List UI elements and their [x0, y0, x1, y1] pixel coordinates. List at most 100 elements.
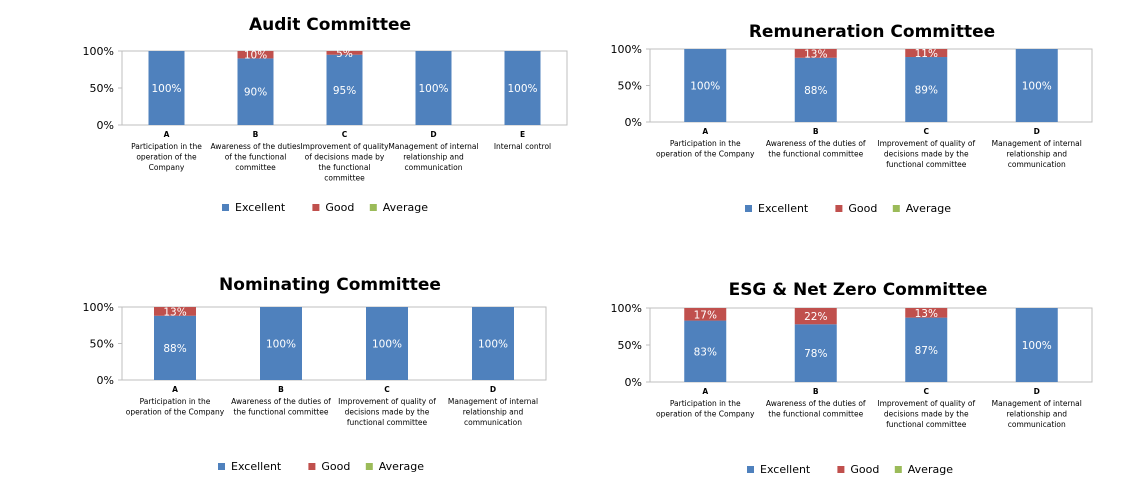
y-tick-label: 100%	[83, 301, 114, 314]
data-label: 22%	[804, 311, 827, 323]
legend-swatch-excellent	[222, 204, 229, 211]
category-label: the functional committee	[234, 408, 329, 417]
category-label: functional committee	[886, 160, 967, 169]
legend-swatch-average	[369, 204, 377, 211]
category-label: of the functional	[225, 153, 287, 162]
legend-item-average: Average	[906, 202, 951, 215]
data-label: 100%	[266, 339, 296, 351]
audit-committee-title: Audit Committee	[249, 15, 411, 35]
bar-good-c	[905, 49, 948, 58]
category-label: Management of internal	[992, 139, 1082, 148]
legend-swatch-average	[894, 466, 902, 473]
data-label: 90%	[244, 87, 267, 99]
y-tick-label: 0%	[625, 116, 642, 129]
data-label: 10%	[244, 50, 267, 62]
category-label: relationship and	[1006, 150, 1067, 159]
category-letter: C	[384, 385, 390, 394]
data-label: 13%	[804, 48, 827, 60]
category-letter: A	[702, 127, 708, 136]
legend-item-average: Average	[908, 463, 953, 476]
category-label: Awareness of the duties of	[766, 139, 866, 148]
legend-item-excellent: Excellent	[235, 201, 286, 214]
legend-swatch-average	[365, 463, 373, 470]
category-letter: B	[278, 385, 284, 394]
legend-item-average: Average	[379, 460, 424, 473]
category-letter: D	[1034, 387, 1040, 396]
category-label: Awareness of the duties	[210, 142, 300, 151]
bar-excellent-a	[148, 51, 185, 125]
bar-excellent-a	[684, 49, 727, 122]
legend-item-good: Good	[850, 463, 879, 476]
data-label: 100%	[507, 83, 537, 95]
data-label: 5%	[336, 48, 353, 60]
category-label: functional committee	[347, 418, 428, 427]
bar-excellent-c	[326, 54, 363, 126]
bar-excellent-b	[794, 57, 837, 123]
legend-item-excellent: Excellent	[758, 202, 809, 215]
legend-swatch-excellent	[745, 205, 752, 212]
category-label: functional committee	[886, 420, 967, 429]
legend-item-excellent: Excellent	[231, 460, 282, 473]
category-letter: D	[1034, 127, 1040, 136]
category-label: Awareness of the duties of	[766, 399, 866, 408]
y-tick-label: 100%	[611, 43, 642, 56]
data-label: 78%	[804, 348, 827, 360]
y-tick-label: 50%	[618, 80, 642, 93]
y-tick-label: 0%	[97, 374, 114, 387]
data-label: 88%	[163, 343, 186, 355]
data-label: 83%	[694, 346, 717, 358]
legend-item-excellent: Excellent	[760, 463, 811, 476]
legend-swatch-average	[892, 205, 900, 212]
bar-excellent-d	[472, 307, 514, 380]
category-label: Participation in the	[670, 399, 741, 408]
category-label: relationship and	[463, 408, 524, 417]
category-letter: D	[430, 130, 436, 139]
legend-swatch-excellent	[218, 463, 225, 470]
category-label: the functional committee	[768, 150, 863, 159]
category-label: Awareness of the duties of	[231, 397, 331, 406]
bar-excellent-d	[415, 51, 452, 125]
data-label: 13%	[915, 308, 938, 320]
bar-excellent-b	[794, 324, 837, 382]
y-tick-label: 0%	[97, 119, 114, 132]
category-label: relationship and	[403, 153, 464, 162]
esg-net-zero-committee-title: ESG & Net Zero Committee	[729, 280, 988, 300]
bar-excellent-b	[260, 307, 302, 380]
category-letter: E	[520, 130, 525, 139]
category-label: communication	[404, 163, 462, 172]
bar-excellent-d	[1015, 49, 1058, 122]
category-letter: A	[164, 130, 170, 139]
category-label: the functional committee	[768, 410, 863, 419]
category-label: operation of the	[136, 153, 197, 162]
category-letter: B	[253, 130, 259, 139]
y-tick-label: 50%	[618, 339, 642, 352]
category-letter: A	[702, 387, 708, 396]
legend-swatch-good	[308, 463, 316, 470]
category-label: committee	[235, 163, 276, 172]
remuneration-committee-title: Remuneration Committee	[749, 22, 995, 42]
category-letter: C	[923, 127, 929, 136]
category-letter: B	[813, 387, 819, 396]
category-label: decisions made by the	[345, 408, 430, 417]
category-letter: A	[172, 385, 178, 394]
category-label: Improvement of quality of	[877, 399, 975, 408]
category-letter: D	[490, 385, 496, 394]
y-tick-label: 50%	[90, 338, 114, 351]
category-letter: C	[923, 387, 929, 396]
category-label: Company	[149, 163, 185, 172]
legend-item-good: Good	[325, 201, 354, 214]
category-label: Participation in the	[131, 142, 202, 151]
y-tick-label: 0%	[625, 376, 642, 389]
bar-excellent-d	[1015, 308, 1058, 382]
bar-excellent-e	[504, 51, 541, 125]
nominating-committee-title: Nominating Committee	[219, 275, 441, 295]
category-label: relationship and	[1006, 410, 1067, 419]
data-label: 87%	[915, 345, 938, 357]
y-tick-label: 50%	[90, 82, 114, 95]
category-label: Participation in the	[140, 397, 211, 406]
data-label: 11%	[915, 48, 938, 60]
bar-good-b	[237, 51, 274, 59]
category-label: of decisions made by	[305, 153, 385, 162]
data-label: 100%	[372, 339, 402, 351]
